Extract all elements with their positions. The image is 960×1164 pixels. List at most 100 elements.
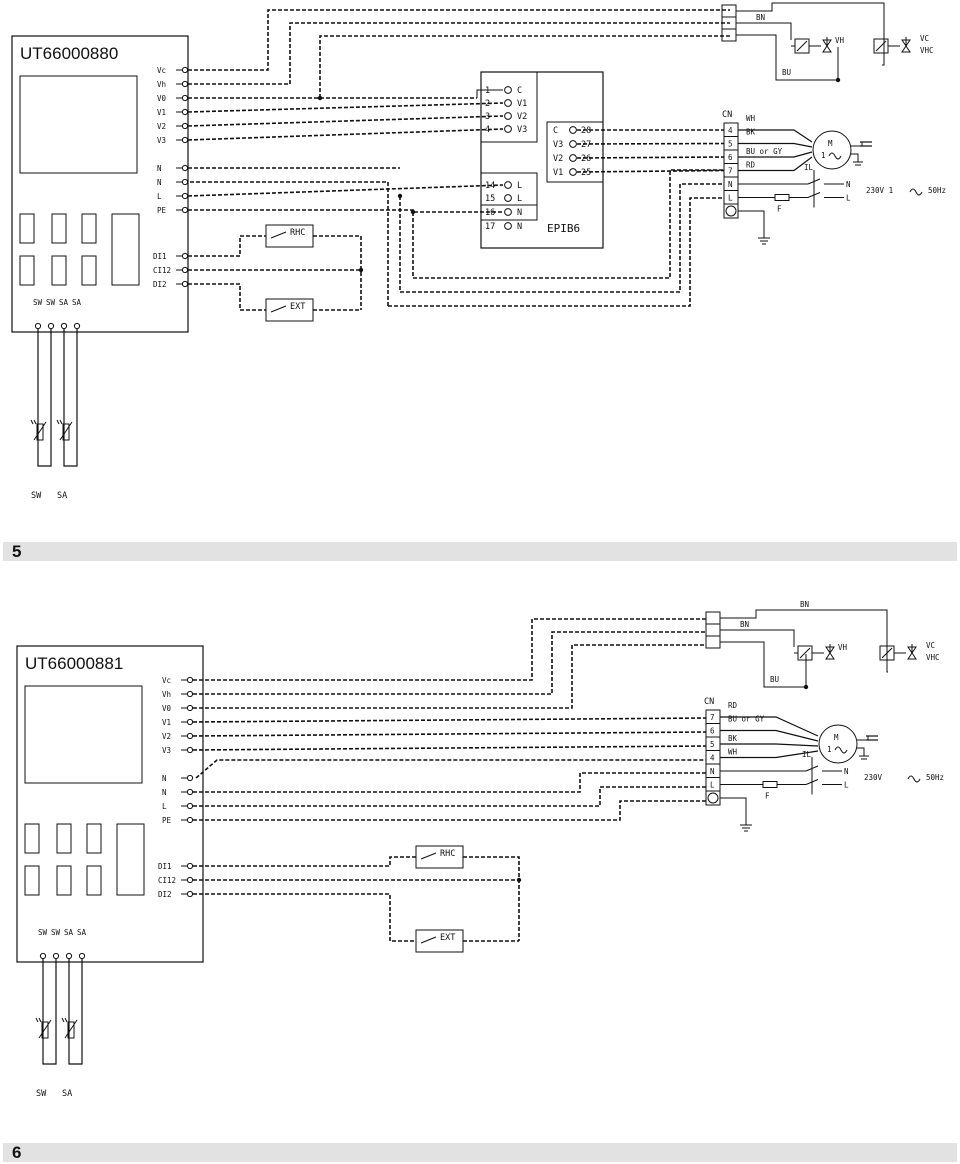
controller-button — [81, 213, 97, 244]
controller-big-button — [111, 213, 140, 286]
terminal-label-vh: Vh — [162, 690, 171, 699]
wire-epib-cn — [576, 156, 725, 159]
junction-dot — [803, 684, 809, 690]
terminal-label-l: L — [157, 192, 162, 201]
valve-label-vh: VH — [835, 36, 845, 45]
sensor-terminal-label-sa: SA — [72, 298, 82, 307]
terminal-label-di1: DI1 — [153, 252, 167, 261]
epib-term-label: C — [553, 126, 558, 136]
sensor-terminal — [52, 952, 60, 960]
controller-model: UT66000880 — [20, 44, 118, 63]
switch-label-ext: EXT — [440, 933, 455, 943]
wire-valve-bn-top — [720, 609, 888, 673]
junction-dot — [358, 267, 364, 273]
earth-wire — [720, 797, 747, 825]
cn-terminal-number: 5 — [710, 740, 715, 749]
thermistor-tick — [61, 1017, 65, 1023]
switch-contact — [270, 305, 287, 313]
thermistor-tick — [64, 1017, 68, 1023]
wire-l — [193, 786, 706, 807]
controller-box — [11, 35, 189, 333]
terminal-label-n: N — [162, 774, 167, 783]
sensor-terminal-label-sw: SW — [38, 928, 48, 937]
terminal-label-ci12: CI12 — [153, 266, 171, 275]
motor-wire-label: BK — [728, 734, 738, 743]
sensor-terminal-label-sa: SA — [64, 928, 74, 937]
thermistor-slash — [59, 421, 73, 441]
supply-voltage: 230V 1 — [866, 186, 893, 195]
coil-diagonal — [796, 40, 808, 52]
thermistor — [36, 423, 44, 441]
wire-vc — [188, 9, 730, 71]
epib-term-number: 3 — [485, 112, 490, 122]
coil-diagonal — [799, 647, 811, 659]
sensor-terminal — [39, 952, 47, 960]
controller-button — [24, 823, 40, 854]
controller-display — [24, 685, 143, 784]
wire-rhc-common — [313, 235, 362, 310]
terminal-di2 — [186, 890, 194, 898]
wire-valve-bu — [720, 641, 807, 688]
terminal-l — [186, 802, 194, 810]
cn-terminal-number: 4 — [710, 754, 715, 763]
terminal-label-n: N — [157, 164, 162, 173]
sensor-lead-sa — [68, 959, 83, 1065]
epib-term-number: 26 — [581, 154, 591, 164]
supply-n-label: N — [844, 767, 849, 776]
motor-wire — [738, 156, 813, 172]
controller-box — [16, 645, 204, 963]
terminal-label-v3: V3 — [162, 746, 171, 755]
controller-model: UT66000881 — [25, 654, 123, 673]
terminal-label-v2: V2 — [157, 122, 166, 131]
terminal-label-v0: V0 — [162, 704, 172, 713]
motor-wire-label: BU or GY — [728, 715, 765, 724]
terminal-label-di2: DI2 — [158, 890, 172, 899]
valve-label-vc: VC — [926, 641, 935, 650]
valve-terminal — [705, 635, 721, 649]
motor-phase: 1 — [821, 151, 826, 160]
terminal-v3 — [181, 136, 189, 144]
terminal-label-n: N — [162, 788, 167, 797]
controller-display — [19, 75, 138, 174]
epib-term-number: 1 — [485, 86, 490, 96]
terminal-v1 — [186, 718, 194, 726]
thermistor-tick — [33, 419, 37, 425]
thermistor-slash — [33, 421, 47, 441]
epib-term-group — [546, 121, 604, 183]
terminal-vh — [186, 690, 194, 698]
earth-wire — [738, 210, 765, 238]
wire-speed — [187, 102, 504, 113]
wire-valve-bu — [736, 34, 839, 81]
epib-terminal — [569, 168, 577, 176]
earth-terminal — [725, 205, 737, 217]
wire-rhc-common — [463, 856, 520, 941]
controller-button — [51, 213, 67, 244]
wire-di2-ext — [193, 893, 416, 942]
section-bar-6: 6 — [3, 1143, 957, 1162]
supply-voltage: 230V — [864, 773, 883, 782]
terminal-label-vc: Vc — [157, 66, 166, 75]
motor-wire-label: RD — [746, 161, 756, 170]
supply-l-label: L — [844, 781, 849, 790]
thermistor — [67, 1021, 75, 1039]
epib-term-group — [480, 172, 538, 221]
motor-wire — [720, 716, 819, 737]
controller-button — [86, 865, 102, 896]
switch-contact — [420, 936, 437, 944]
valve-symbol-vc — [907, 646, 917, 660]
supply-ac-symbol — [907, 775, 921, 783]
fuse — [774, 194, 790, 201]
motor — [812, 130, 852, 170]
epib-terminal — [504, 99, 512, 107]
epib-term-label: V1 — [553, 168, 563, 178]
thermistor — [41, 1021, 49, 1039]
epib-terminal — [504, 112, 512, 120]
wire-valve-bn-mid — [720, 629, 795, 647]
supply-frequency: 50Hz — [926, 773, 944, 782]
wire-return-2 — [399, 183, 724, 293]
terminal-vh — [181, 80, 189, 88]
terminal-v0 — [181, 94, 189, 102]
wire-di1-rhc — [193, 856, 416, 867]
terminal-label-vc: Vc — [162, 676, 171, 685]
controller-button — [56, 865, 72, 896]
